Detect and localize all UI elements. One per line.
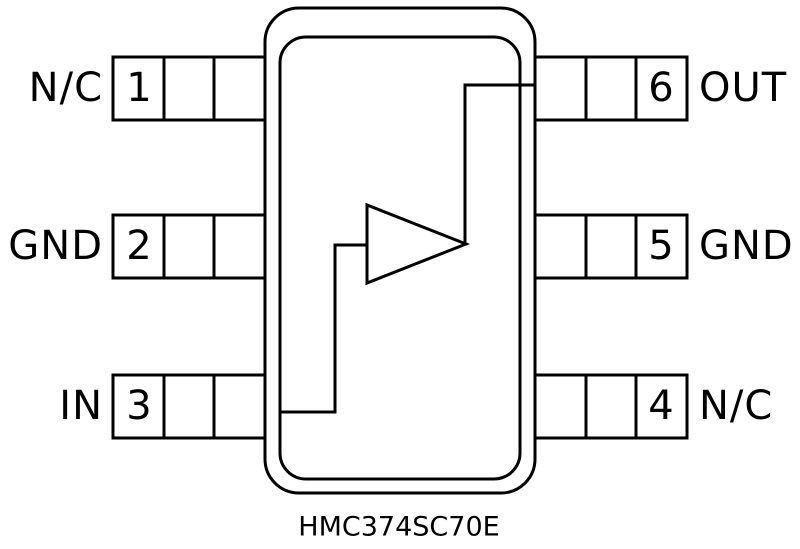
pin-group-5: 5 GND bbox=[533, 213, 794, 280]
pin-group-1: 1 N/C bbox=[29, 55, 267, 122]
pin-number-2: 2 bbox=[126, 223, 151, 269]
amplifier-triangle-icon bbox=[365, 202, 471, 286]
pin-group-4: 4 N/C bbox=[533, 373, 773, 440]
pin-number-4: 4 bbox=[648, 383, 673, 429]
pin-number-6: 6 bbox=[648, 65, 673, 111]
pin-lead-body-3 bbox=[111, 373, 267, 440]
trace-output-pin6 bbox=[463, 83, 536, 244]
pin-label-2: GND bbox=[8, 223, 103, 269]
pin-lead-body-6 bbox=[533, 55, 689, 122]
pin-group-3: 3 IN bbox=[59, 373, 267, 440]
pin-number-3: 3 bbox=[126, 383, 151, 429]
pin-group-2: 2 GND bbox=[8, 213, 267, 280]
pin-label-3: IN bbox=[59, 383, 103, 429]
pin-label-1: N/C bbox=[29, 65, 103, 111]
pin-label-4: N/C bbox=[699, 383, 773, 429]
pin-label-5: GND bbox=[699, 223, 794, 269]
pin-label-6: OUT bbox=[699, 65, 787, 111]
pin-group-6: 6 OUT bbox=[533, 55, 787, 122]
pin-number-5: 5 bbox=[648, 223, 673, 269]
pin-lead-body-5 bbox=[533, 213, 689, 280]
pin-number-1: 1 bbox=[126, 65, 151, 111]
trace-input-pin3 bbox=[281, 243, 367, 414]
pin-lead-body-1 bbox=[111, 55, 267, 122]
part-number-caption: HMC374SC70E bbox=[298, 512, 499, 543]
